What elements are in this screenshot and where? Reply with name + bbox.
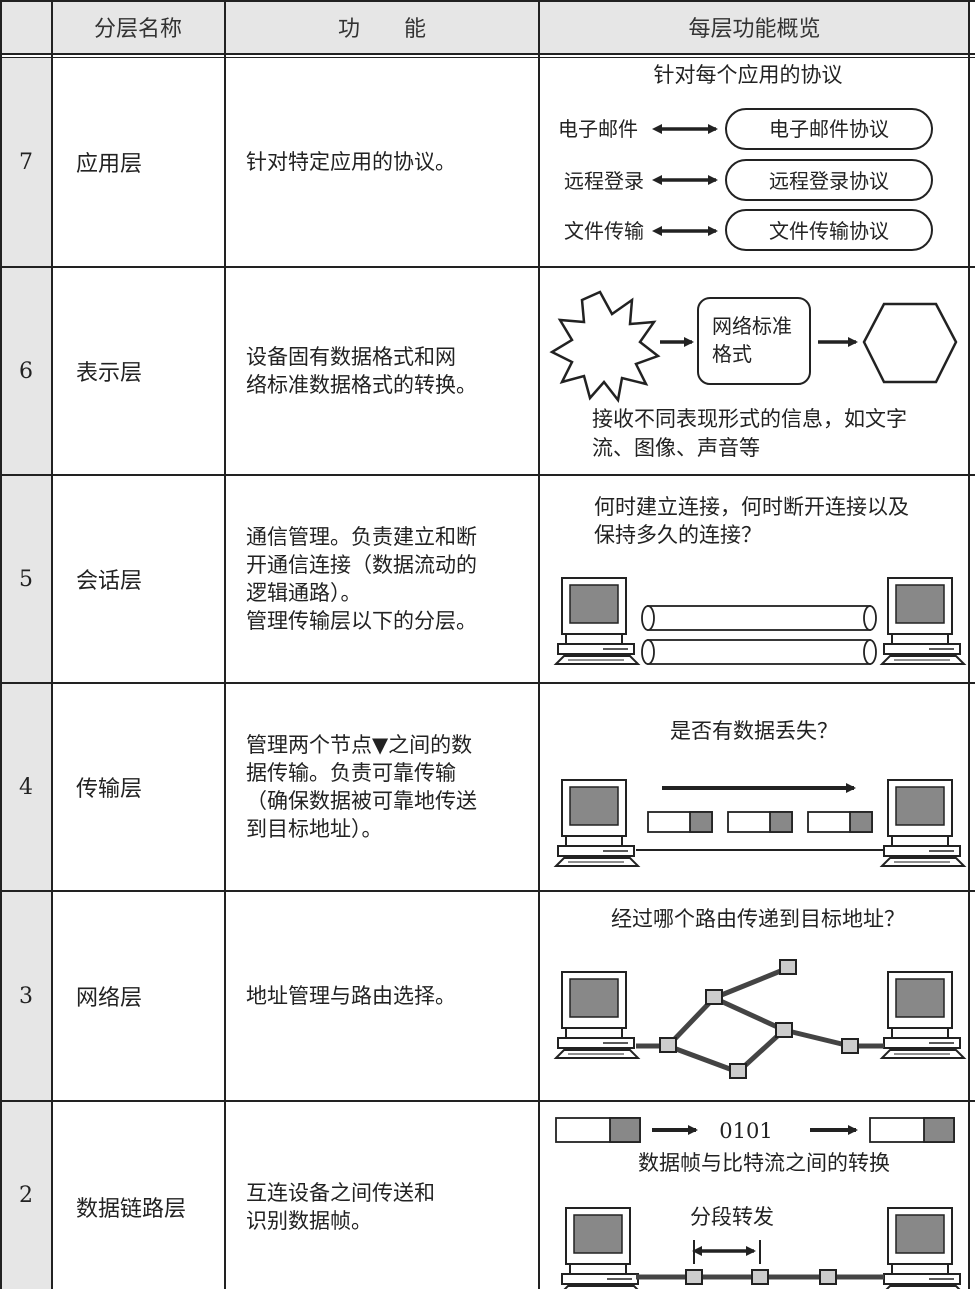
row-divider — [0, 890, 975, 892]
table-border-right — [968, 0, 970, 1289]
col-divider — [538, 0, 540, 1289]
starburst-shape — [549, 290, 661, 403]
file-transfer-protocol-box — [725, 209, 933, 251]
format-box-line1: 网络标准 — [712, 314, 792, 338]
computer-icon — [881, 577, 965, 665]
header-layer-name-text: 分层名称 — [93, 17, 182, 42]
computer-icon — [555, 577, 639, 665]
switch-node — [819, 1269, 837, 1285]
session-pipe — [641, 605, 877, 631]
row-7-pair-remote-login: 远程登录 远程登录协议 — [564, 159, 933, 201]
row-divider — [0, 474, 975, 476]
computer-icon — [555, 971, 639, 1059]
row-7-overview-title: 针对每个应用的协议 — [654, 63, 843, 87]
email-label: 电子邮件 — [558, 117, 638, 141]
remote-login-protocol-label: 远程登录协议 — [769, 169, 889, 193]
row-6-caption-line2: 流、图像、声音等 — [592, 436, 760, 460]
session-pipe — [641, 639, 877, 665]
row-6-function: 设备固有数据格式和网 络标准数据格式的转换。 — [246, 345, 477, 397]
computer-icon — [555, 779, 639, 867]
file-transfer-protocol-label: 文件传输协议 — [769, 219, 889, 243]
row-7-pair-file-transfer: 文件传输 文件传输协议 — [564, 209, 933, 251]
header-divider — [0, 53, 975, 55]
remote-login-protocol-box — [725, 159, 933, 201]
header-layer-name: 分层名称 — [52, 0, 224, 54]
data-packet — [727, 811, 793, 833]
row-2-function: 互连设备之间传送和 识别数据帧。 — [246, 1181, 435, 1233]
header-num-cell — [0, 0, 52, 54]
row-divider — [0, 266, 975, 268]
row-divider — [0, 1100, 975, 1102]
switch-node — [751, 1269, 769, 1285]
row-6-layer-name: 表示层 — [76, 361, 143, 386]
row-5-question-line1: 何时建立连接，何时断开连接以及 — [594, 495, 909, 519]
router-node — [841, 1038, 859, 1054]
header-overview-text: 每层功能概览 — [688, 17, 821, 42]
col-divider — [224, 0, 226, 1289]
row-7-function: 针对特定应用的协议。 — [246, 150, 456, 174]
header-divider-inner — [0, 57, 975, 58]
header-function-text: 功 能 — [337, 17, 426, 42]
computer-icon — [559, 1207, 643, 1289]
email-protocol-label: 电子邮件协议 — [769, 117, 889, 141]
row-3-function: 地址管理与路由选择。 — [246, 984, 456, 1008]
row-6-caption-line1: 接收不同表现形式的信息，如文字 — [592, 407, 907, 431]
col-divider — [0, 0, 2, 1289]
row-7-layer-name: 应用层 — [76, 152, 143, 177]
router-node — [775, 1022, 793, 1038]
file-transfer-label: 文件传输 — [564, 219, 644, 243]
data-packet — [807, 811, 873, 833]
router-node — [659, 1037, 677, 1053]
row-4-question: 是否有数据丢失？ — [670, 719, 838, 743]
data-frame — [555, 1117, 641, 1143]
switch-node — [685, 1269, 703, 1285]
row-6-number: 6 — [0, 268, 52, 474]
bitstream-label: 0101 — [719, 1119, 772, 1143]
router-node — [705, 989, 723, 1005]
row-4-function: 管理两个节点▼之间的数 据传输。负责可靠传输 （确保数据被可靠地传送 到目标地址… — [246, 733, 477, 841]
row-5-layer-name: 会话层 — [76, 569, 143, 594]
col-divider — [51, 0, 53, 1289]
header-function: 功 能 — [226, 0, 538, 54]
row-7-number: 7 — [0, 58, 52, 266]
row-divider — [0, 682, 975, 684]
hexagon-shape — [862, 302, 958, 384]
remote-login-label: 远程登录 — [564, 169, 644, 193]
router-node — [729, 1063, 747, 1079]
table-border-top — [0, 0, 975, 2]
computer-icon — [881, 779, 965, 867]
row-2-number: 2 — [0, 1102, 52, 1289]
row-3-layer-name: 网络层 — [76, 986, 143, 1011]
row-5-number: 5 — [0, 476, 52, 682]
computer-icon — [881, 971, 965, 1059]
segment-forwarding-label: 分段转发 — [690, 1205, 774, 1229]
routing-network — [636, 965, 884, 1075]
data-packet — [647, 811, 713, 833]
format-box-line2: 格式 — [712, 342, 752, 366]
row-4-number: 4 — [0, 684, 52, 890]
data-frame — [869, 1117, 955, 1143]
network-standard-format-box — [697, 297, 811, 385]
row-2-layer-name: 数据链路层 — [76, 1197, 187, 1222]
computer-icon — [881, 1207, 965, 1289]
row-7-pair-email: 电子邮件 电子邮件协议 — [558, 108, 933, 150]
row-5-question-line2: 保持多久的连接？ — [594, 523, 762, 547]
row-3-number: 3 — [0, 892, 52, 1100]
row-5-function: 通信管理。负责建立和断 开通信连接（数据流动的 逻辑通路）。 管理传输层以下的分… — [246, 525, 477, 633]
router-node — [779, 959, 797, 975]
row-4-layer-name: 传输层 — [76, 777, 143, 802]
row-3-question: 经过哪个路由传递到目标地址？ — [611, 907, 905, 931]
row-2-caption: 数据帧与比特流之间的转换 — [638, 1151, 890, 1175]
header-overview: 每层功能概览 — [540, 0, 969, 54]
email-protocol-box — [725, 108, 933, 150]
